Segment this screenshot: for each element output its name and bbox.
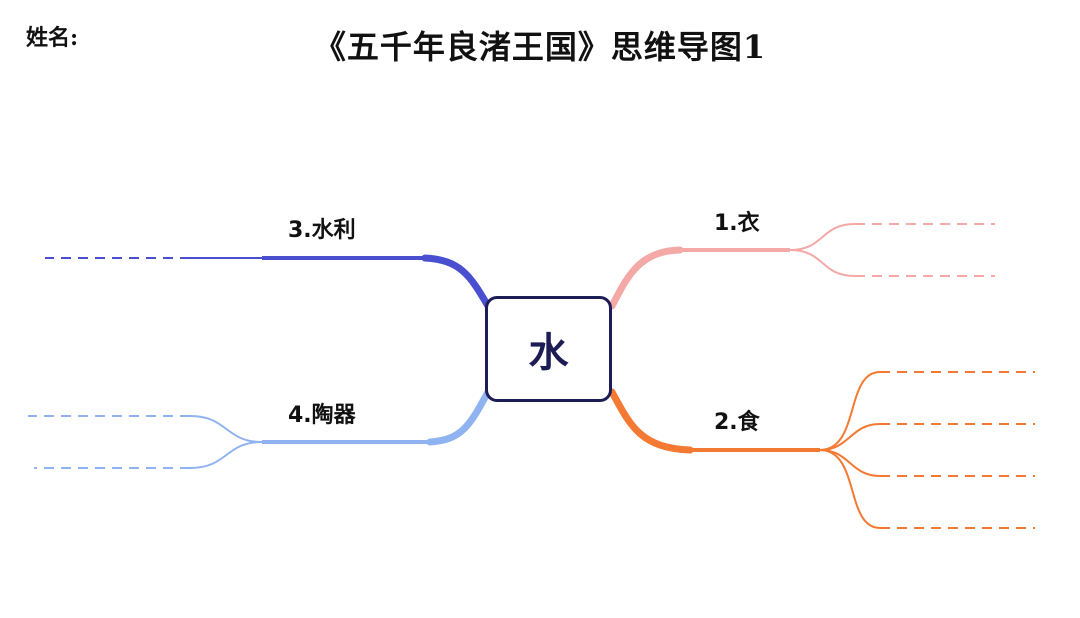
center-node[interactable]: 水 [485, 296, 612, 402]
branch-pottery [28, 388, 492, 469]
branch-water-conservancy-connector [421, 254, 492, 310]
sub-topic-curve-clothing-2 [789, 249, 856, 277]
name-label: 姓名: [26, 25, 79, 51]
sub-topic-curve-food-4 [819, 449, 881, 529]
sub-topic-curve-food-3 [819, 449, 881, 477]
branch-food-connector [608, 388, 694, 454]
branch-label-clothing: 1.衣 [714, 211, 760, 236]
sub-topic-curve-clothing-1 [789, 223, 856, 251]
sub-topic-curve-pottery-2 [189, 441, 263, 469]
sub-topic-curve-food-2 [819, 423, 881, 451]
branch-water-conservancy [45, 254, 492, 310]
branch-label-food: 2.食 [714, 410, 760, 435]
center-node-label: 水 [528, 330, 569, 376]
sub-topic-curve-food-1 [819, 371, 881, 451]
page-title: 《五千年良渚王国》思维导图1 [313, 28, 767, 66]
branch-label-pottery: 4.陶器 [288, 403, 356, 428]
branch-clothing-connector [608, 246, 684, 310]
branch-pottery-connector [426, 388, 492, 446]
branch-food [608, 371, 1035, 529]
branch-clothing [608, 223, 995, 310]
branch-label-water-conservancy: 3.水利 [288, 218, 356, 243]
sub-topic-curve-pottery-1 [189, 415, 263, 443]
